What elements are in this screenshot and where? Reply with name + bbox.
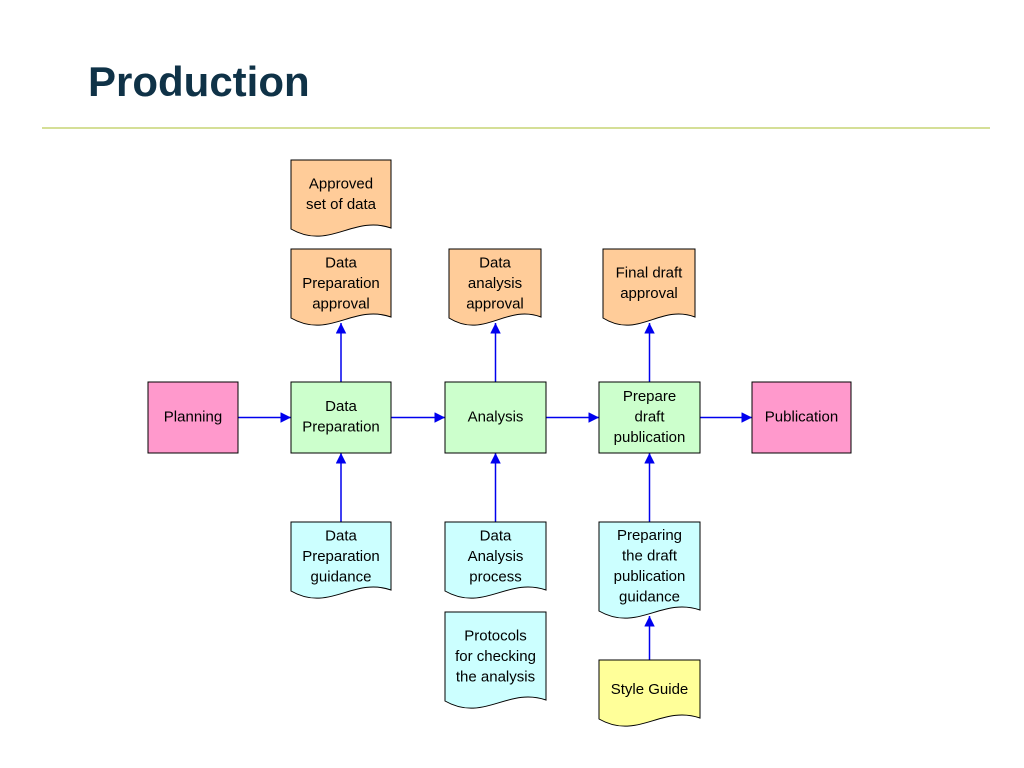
node-label-line: Data — [325, 398, 357, 415]
process-box-shape — [444, 381, 547, 454]
node-label-line: approval — [620, 285, 678, 302]
node-label-line: Data — [325, 527, 357, 544]
connector-layer — [238, 323, 752, 660]
process-box-shape — [598, 381, 701, 454]
node-approved-set-of-data: Approved set of data — [290, 159, 392, 237]
node-label-line: Style Guide — [611, 681, 689, 698]
node-protocols-for-checking-the-analysis: Protocols for checking the analysis — [444, 611, 547, 709]
document-shape — [598, 659, 701, 727]
document-shape — [290, 159, 392, 237]
node-prepare-draft-publication: Prepare draft publication — [598, 381, 701, 454]
node-label-line: analysis — [468, 275, 522, 292]
node-label-line: Data — [325, 254, 357, 271]
node-style-guide: Style Guide — [598, 659, 701, 727]
document-shape — [598, 521, 701, 619]
node-label-line: Analysis — [468, 408, 524, 425]
document-shape — [290, 521, 392, 599]
process-box-shape — [147, 381, 239, 454]
process-box-shape — [751, 381, 852, 454]
node-label-line: for checking — [455, 648, 536, 665]
node-label-line: Preparation — [302, 419, 380, 436]
node-layer: PlanningDataPreparationAnalysisPreparedr… — [147, 159, 852, 727]
node-label-line: Prepare — [623, 388, 676, 405]
node-planning: Planning — [147, 381, 239, 454]
document-shape — [290, 248, 392, 326]
node-label-line: Protocols — [464, 627, 527, 644]
node-label-line: approval — [466, 295, 524, 312]
process-box-shape — [290, 381, 392, 454]
node-label-line: the draft — [622, 548, 678, 565]
node-analysis: Analysis — [444, 381, 547, 454]
title-underline — [42, 127, 990, 129]
node-label-line: Approved — [309, 176, 373, 193]
document-shape — [602, 248, 696, 326]
node-label-line: Preparation — [302, 548, 380, 565]
node-data-analysis-approval: Data analysis approval — [448, 248, 542, 326]
node-final-draft-approval: Final draft approval — [602, 248, 696, 326]
node-label-line: draft — [634, 408, 665, 425]
node-label-line: Preparing — [617, 527, 682, 544]
node-publication: Publication — [751, 381, 852, 454]
node-label-line: Planning — [164, 408, 222, 425]
node-preparing-the-draft-publication-guidance: Preparing the draft publication guidance — [598, 521, 701, 619]
node-label-line: guidance — [311, 568, 372, 585]
node-label-line: Data — [480, 527, 512, 544]
document-shape — [448, 248, 542, 326]
node-label-line: Data — [479, 254, 511, 271]
node-label-line: process — [469, 568, 522, 585]
node-label-line: publication — [614, 429, 686, 446]
node-label-line: Publication — [765, 408, 838, 425]
node-label-line: Preparation — [302, 275, 380, 292]
slide-title: Production — [88, 58, 310, 105]
document-shape — [444, 521, 547, 599]
document-shape — [444, 611, 547, 709]
node-label-line: the analysis — [456, 668, 535, 685]
node-label-line: Final draft — [616, 265, 684, 282]
node-label-line: publication — [614, 568, 686, 585]
node-label-line: set of data — [306, 196, 377, 213]
node-label-line: Analysis — [468, 548, 524, 565]
node-label-line: guidance — [619, 589, 680, 606]
node-label-line: approval — [312, 295, 370, 312]
